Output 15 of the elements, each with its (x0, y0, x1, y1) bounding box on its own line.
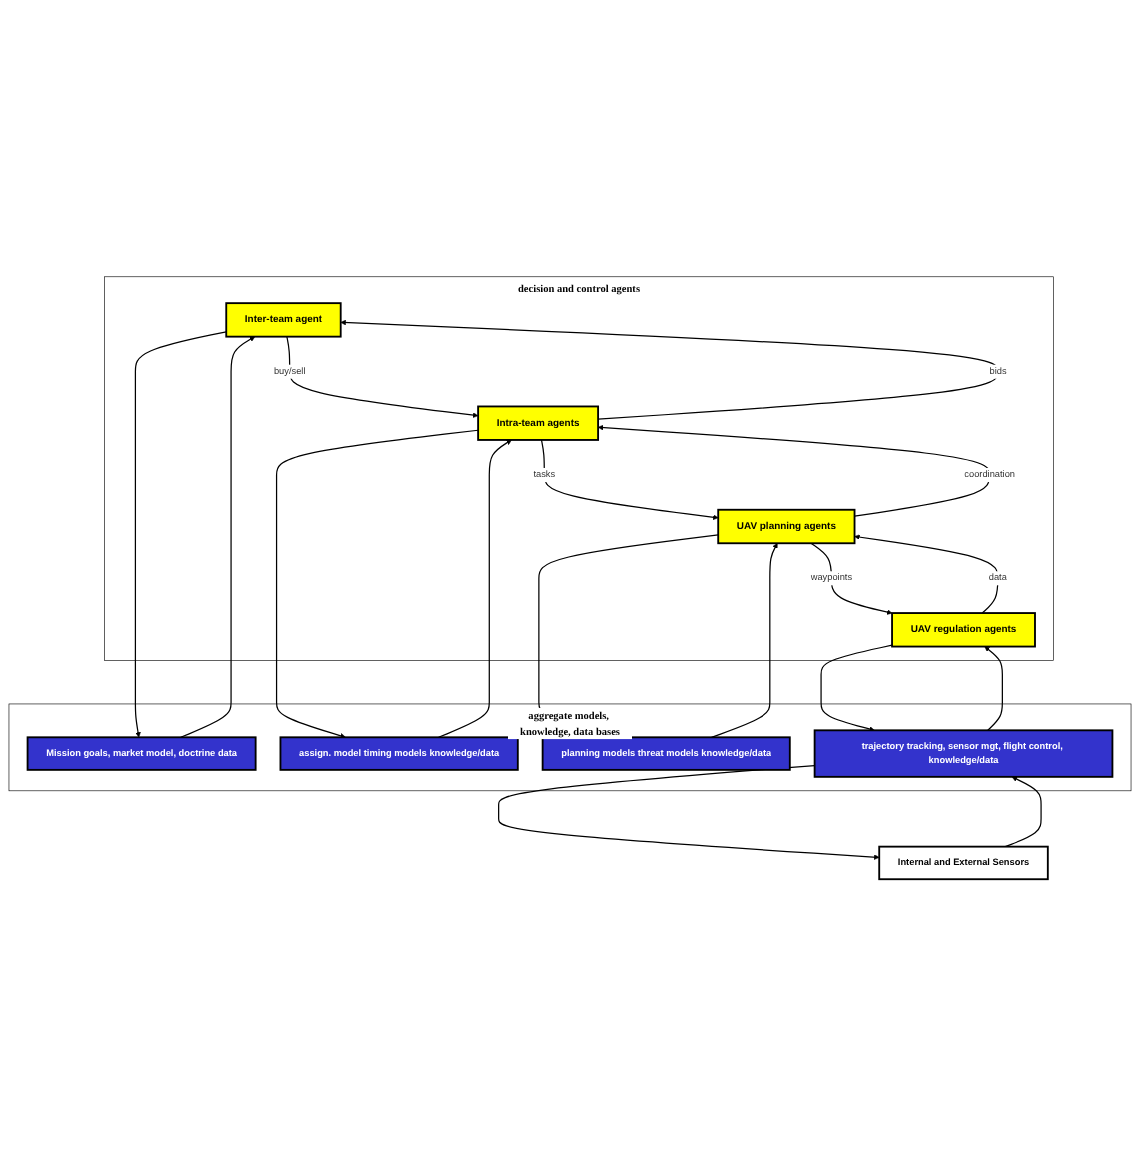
arrow (134, 331, 227, 738)
arrow (286, 336, 479, 418)
arrow (540, 439, 719, 520)
arrow (437, 439, 512, 738)
arrow (498, 764, 880, 860)
arrow (597, 424, 991, 517)
arrow (984, 646, 1003, 731)
arrow (854, 534, 999, 614)
arrow (180, 336, 256, 738)
arrow (810, 542, 893, 615)
arrow (340, 319, 999, 420)
arrow (710, 543, 778, 738)
arrow (275, 429, 479, 739)
arrow (1004, 776, 1042, 848)
arrow (820, 644, 893, 732)
